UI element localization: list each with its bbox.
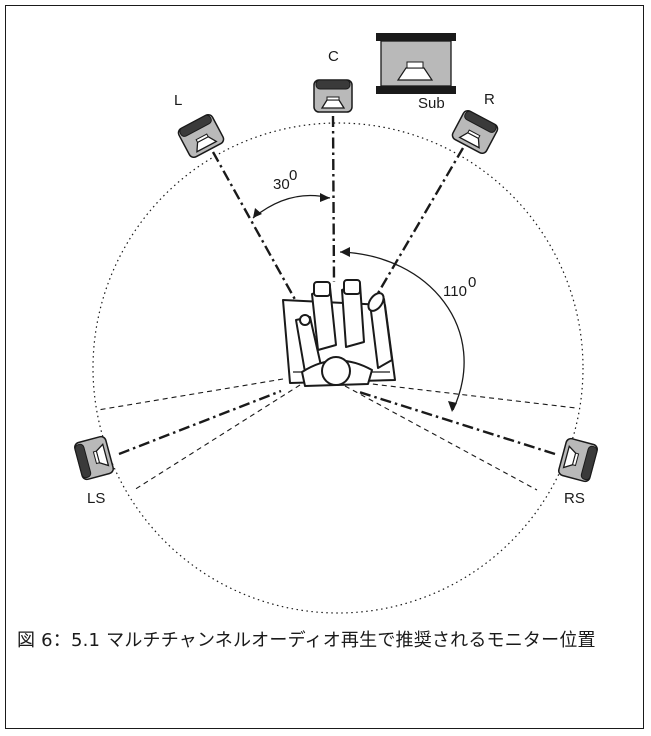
speaker-right — [449, 108, 501, 156]
arc-30 — [252, 194, 331, 219]
axis-line-rs — [358, 390, 556, 456]
angle-110-degree: 0 — [468, 274, 476, 291]
surround-dispersion-lines — [97, 378, 577, 491]
speaker-center — [313, 79, 353, 113]
speaker-left — [175, 112, 227, 160]
subwoofer — [376, 33, 456, 94]
axis-line-center — [331, 115, 336, 283]
speaker-label-center: C — [328, 48, 339, 65]
axis-line-right — [372, 147, 465, 301]
speaker-label-rs: RS — [564, 490, 585, 507]
speaker-left-surround — [72, 434, 116, 482]
speaker-label-right: R — [484, 91, 495, 108]
subwoofer-label: Sub — [418, 95, 445, 112]
angle-110-label: 110 — [443, 283, 467, 300]
listening-circle — [92, 122, 584, 614]
listener-figure — [282, 279, 396, 387]
axis-line-ls — [118, 389, 282, 456]
arc-110 — [339, 251, 465, 411]
angle-30-degree: 0 — [289, 167, 297, 184]
speaker-label-ls: LS — [87, 490, 105, 507]
speaker-label-left: L — [174, 92, 182, 109]
speaker-right-surround — [556, 436, 600, 484]
axis-line-left — [211, 151, 304, 313]
speaker-axis-lines — [118, 115, 556, 456]
angle-30-label: 30 — [273, 176, 290, 193]
figure-caption: 図 6：5.1 マルチチャンネルオーディオ再生で推奨されるモニター位置 — [17, 630, 596, 651]
